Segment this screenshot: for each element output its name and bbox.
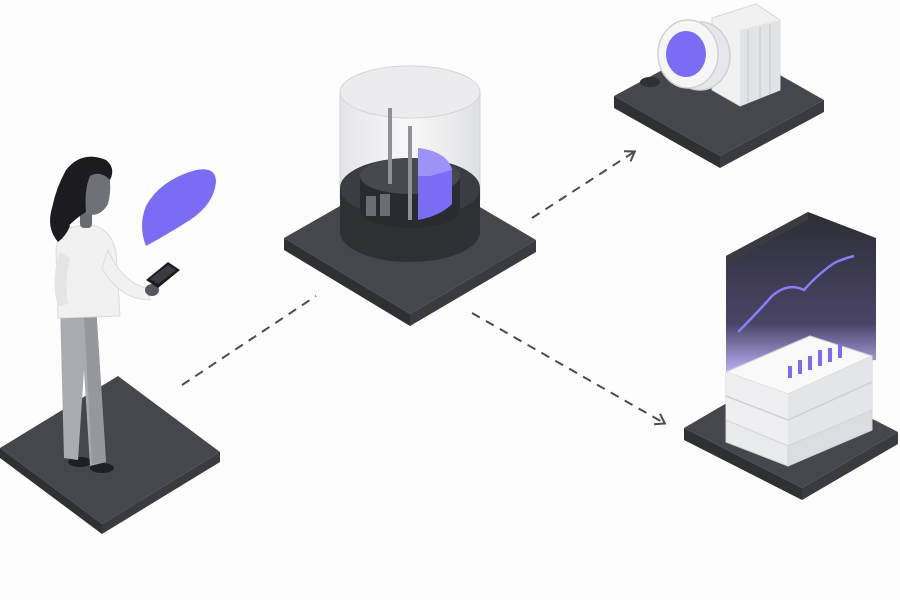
camera-node [614, 3, 824, 168]
hub-node [284, 65, 536, 326]
phone-icon [146, 262, 180, 288]
camera-icon [640, 3, 781, 107]
chart-server-icon [724, 212, 876, 467]
cylinder-hub-icon [339, 65, 481, 262]
person-icon [50, 156, 159, 473]
connector-hub-camera [531, 150, 637, 219]
speech-bubble-icon [142, 169, 216, 246]
connector-user-hub [181, 295, 317, 386]
user-platform [0, 376, 220, 534]
connector-hub-analytics [471, 312, 667, 426]
analytics-node [684, 212, 898, 500]
user-node [0, 156, 220, 534]
trend-line-icon [737, 254, 855, 333]
connectors [181, 150, 667, 426]
bars-icon [788, 344, 842, 378]
